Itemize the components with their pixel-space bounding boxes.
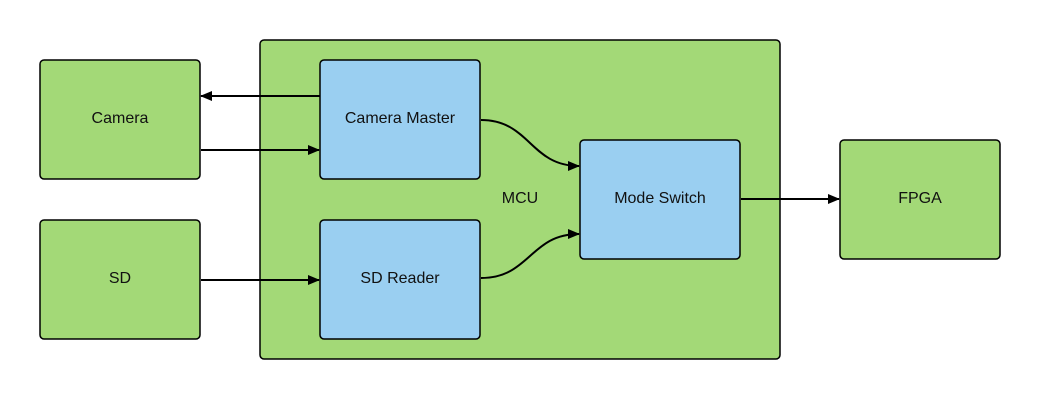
edge-camera-master-to-mode-switch (480, 119, 580, 171)
camera-label: Camera (92, 110, 149, 127)
mcu-label: MCU (502, 190, 538, 207)
edge-sd-reader-to-mode-switch (480, 229, 580, 279)
camera-master-node: Camera Master (319, 59, 481, 180)
sd-label: SD (109, 270, 131, 287)
camera-node: Camera (39, 59, 201, 180)
mode-switch-node: Mode Switch (579, 139, 741, 260)
sd-reader-node: SD Reader (319, 219, 481, 340)
mode-switch-label: Mode Switch (614, 190, 706, 207)
fpga-node: FPGA (839, 139, 1001, 260)
camera-master-label: Camera Master (345, 110, 456, 127)
fpga-label: FPGA (898, 190, 942, 207)
sd-reader-label: SD Reader (360, 270, 440, 287)
sd-node: SD (39, 219, 201, 340)
